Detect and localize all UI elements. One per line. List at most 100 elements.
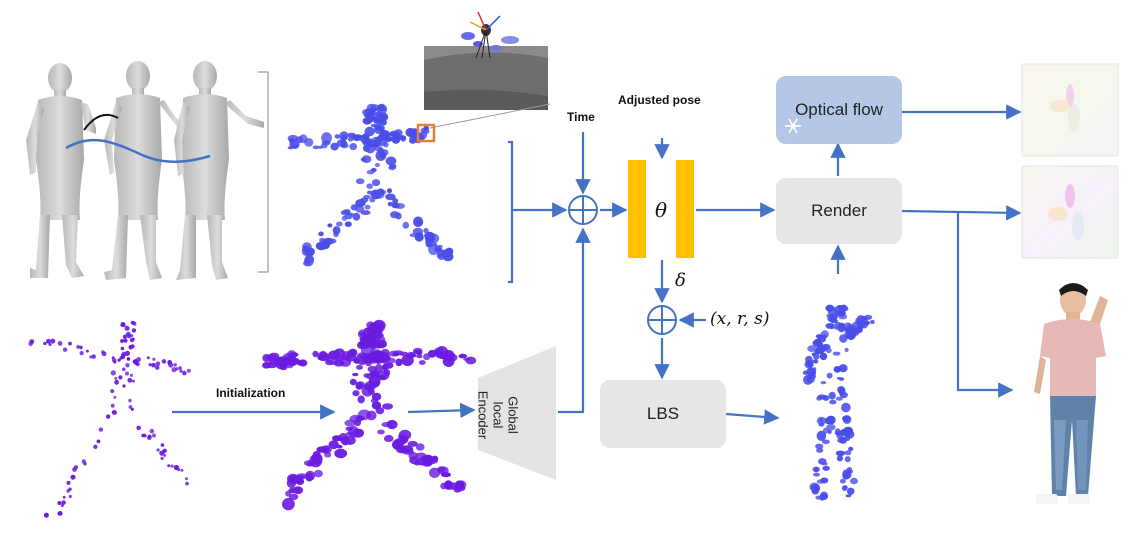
gaussian-splat <box>298 359 308 367</box>
gaussian-splat <box>383 369 391 376</box>
gaussian-splat <box>344 419 356 427</box>
sparse-point <box>48 343 52 346</box>
gaussian-splat <box>352 212 361 221</box>
gaussian-splat <box>327 223 333 228</box>
sparse-point <box>155 365 160 370</box>
gaussian-splat <box>356 364 363 370</box>
gaussian-splat <box>811 488 819 495</box>
gaussian-splat <box>324 451 332 458</box>
gaussian-splat <box>844 456 851 463</box>
gaussian-splat <box>819 493 828 500</box>
gaussian-splat <box>390 211 400 219</box>
gaussian-splat <box>839 478 846 484</box>
gaussian-splat <box>812 466 820 473</box>
gaussian-splat <box>366 326 375 332</box>
gaussian-splat <box>409 134 419 144</box>
sparse-point <box>122 367 126 372</box>
sparse-point <box>180 468 184 472</box>
gaussian-splat <box>418 360 426 365</box>
gaussian-splat <box>360 157 367 162</box>
optical-flow-output-1 <box>1021 63 1119 157</box>
gaussian-splat <box>838 364 848 373</box>
global-local-encoder <box>478 346 556 480</box>
gaussian-splat <box>367 142 373 148</box>
gaussian-splat <box>847 323 852 328</box>
encoder-label: Global local Encoder <box>475 390 521 440</box>
gaussian-splat <box>458 353 468 359</box>
sparse-point <box>127 377 133 383</box>
gaussian-splat <box>842 485 848 490</box>
gaussian-splat <box>839 436 847 444</box>
gaussian-splat <box>829 399 837 405</box>
sparse-point <box>124 325 130 331</box>
adjusted-pose-label: Adjusted pose <box>618 93 701 107</box>
gaussian-splat <box>819 352 828 361</box>
gaussian-splat <box>394 129 403 137</box>
gaussian-splat <box>328 440 339 450</box>
sparse-point <box>149 428 155 434</box>
gaussian-splat <box>352 372 359 377</box>
gaussian-splat <box>822 465 830 471</box>
gaussian-splat <box>336 221 343 227</box>
gaussian-splat <box>305 472 314 482</box>
gaussian-splat <box>302 242 312 252</box>
gaussian-splat <box>371 392 382 401</box>
gaussian-splat <box>839 429 849 436</box>
sparse-point <box>110 403 115 408</box>
sparse-point <box>178 366 183 370</box>
gaussian-splat <box>829 318 838 323</box>
gaussian-splat <box>347 349 355 358</box>
gaussian-splat <box>845 471 850 474</box>
gaussian-splat <box>841 304 846 308</box>
sparse-point <box>160 456 164 460</box>
gaussian-splat <box>838 386 846 395</box>
gaussian-splat <box>431 455 439 462</box>
sparse-point <box>130 334 134 338</box>
sparse-point <box>114 379 119 385</box>
gaussian-splat <box>341 215 347 221</box>
gaussian-splat <box>318 231 324 237</box>
gaussian-splat <box>818 422 825 427</box>
sparse-point <box>131 328 137 333</box>
gaussian-splat <box>844 326 854 333</box>
gaussian-splat <box>400 445 414 454</box>
sparse-point <box>96 439 101 444</box>
sparse-point <box>114 376 118 380</box>
sparse-point <box>121 323 126 328</box>
gaussian-splat <box>364 113 370 117</box>
sparse-point <box>151 362 156 368</box>
sparse-point <box>122 384 126 388</box>
theta-symbol: θ <box>655 198 668 222</box>
sparse-point <box>122 338 128 343</box>
snowflake-icon <box>785 118 801 134</box>
motion-trajectory <box>65 138 211 163</box>
sparse-point <box>110 370 116 376</box>
gaussian-splat <box>363 338 375 347</box>
gaussian-splat <box>349 143 358 151</box>
zoom-connector <box>429 103 551 129</box>
gaussian-splat <box>358 355 367 359</box>
sparse-point <box>79 345 83 350</box>
sparse-point <box>186 368 191 373</box>
gaussian-splat <box>391 135 399 143</box>
gaussian-splat <box>282 497 295 511</box>
sparse-point <box>146 356 150 360</box>
gaussian-splat <box>372 357 381 362</box>
sparse-point <box>156 448 160 452</box>
gaussian-splat <box>349 378 357 386</box>
sparse-point <box>179 369 183 373</box>
sparse-point <box>85 349 89 353</box>
gaussian-splat <box>289 139 300 149</box>
sparse-point <box>57 501 62 505</box>
gaussian-splat <box>357 395 365 404</box>
gaussian-splat <box>287 473 300 484</box>
zoom-inset <box>424 11 548 110</box>
optical-flow-box <box>776 76 902 144</box>
pose-block <box>628 160 694 258</box>
sparse-point <box>127 334 132 339</box>
gaussian-splat <box>832 351 841 356</box>
gaussian-splat <box>319 350 327 357</box>
rendered-human <box>1034 283 1108 504</box>
optical-flow-output-2 <box>1021 165 1119 259</box>
gaussian-splat <box>816 430 827 441</box>
